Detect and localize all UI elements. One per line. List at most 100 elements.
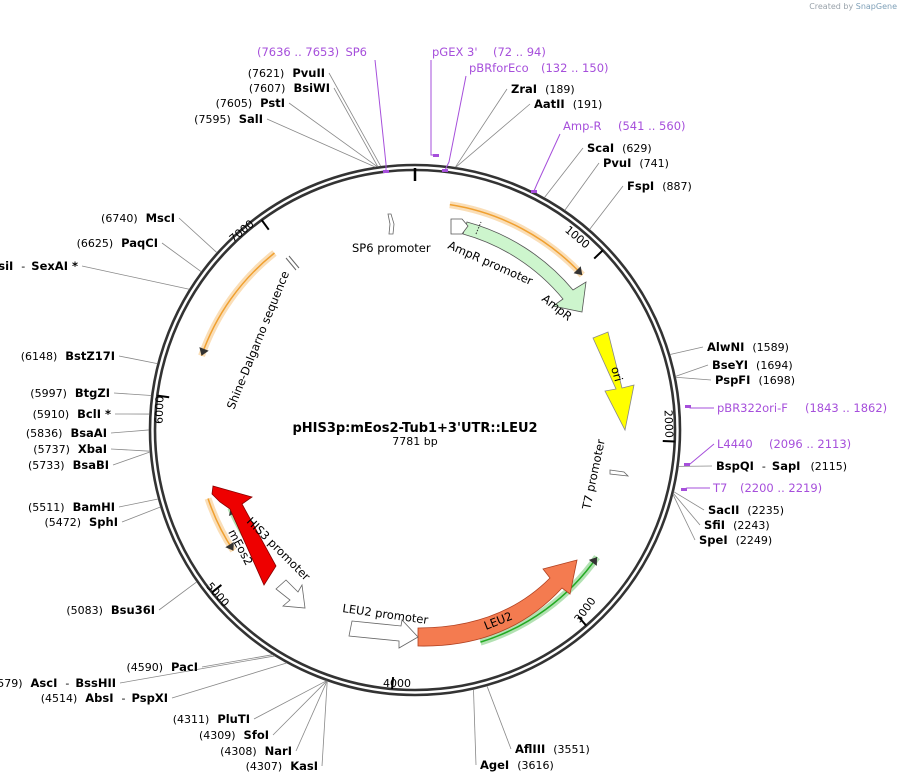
snapgene-logo: SnapGene: [855, 2, 897, 11]
site-leader: [672, 494, 696, 541]
primer-mark[interactable]: [684, 463, 690, 466]
site-position: (4308): [220, 745, 257, 758]
site-position: (4514): [41, 692, 78, 705]
ori-arrow[interactable]: [592, 331, 635, 432]
primer-leader: [687, 405, 714, 409]
site-name[interactable]: SfoI: [244, 728, 269, 742]
site-name[interactable]: SfiI: [704, 518, 725, 532]
primer-name[interactable]: pGEX 3': [432, 45, 478, 59]
site-name[interactable]: AscI: [31, 676, 58, 690]
site-name[interactable]: BstZ17I: [65, 349, 115, 363]
site-name[interactable]: AbsI: [85, 691, 113, 705]
site-name-separator: -: [21, 260, 25, 273]
his3-promoter-arrow[interactable]: [275, 579, 306, 609]
site-name[interactable]: BclI *: [77, 407, 111, 421]
site-name[interactable]: Bsu36I: [111, 603, 155, 617]
primer-mark[interactable]: [383, 170, 389, 173]
site-name[interactable]: BsaBI: [73, 458, 109, 472]
site-position: (2249): [736, 534, 773, 547]
site-leader: [266, 118, 376, 168]
site-name[interactable]: BspQI: [716, 459, 754, 473]
site-name[interactable]: PspFI: [715, 373, 750, 387]
primer-mark[interactable]: [442, 169, 448, 172]
primer-name[interactable]: T7: [712, 481, 727, 495]
site-name[interactable]: SacII: [708, 503, 739, 517]
tick-label: 4000: [383, 677, 411, 690]
site-name[interactable]: BsaAI: [70, 426, 107, 440]
site-position: (7605): [216, 97, 253, 110]
site-name-secondary[interactable]: SexAI *: [31, 259, 78, 273]
site-name-secondary[interactable]: SapI: [772, 459, 801, 473]
site-position: (629): [622, 142, 652, 155]
site-name[interactable]: AlwNI: [707, 340, 744, 354]
site-name[interactable]: XbaI: [78, 442, 107, 456]
primer-name[interactable]: L4440: [717, 437, 753, 451]
site-position: (4579): [0, 677, 23, 690]
site-name[interactable]: SphI: [89, 515, 118, 529]
site-name[interactable]: PacI: [171, 660, 198, 674]
site-position: (5083): [66, 604, 103, 617]
sd-orf-head: [199, 347, 209, 356]
site-name[interactable]: ZraI: [511, 82, 537, 96]
site-name[interactable]: PstI: [260, 96, 285, 110]
sp6-promoter-label: SP6 promoter: [352, 241, 431, 255]
site-leader: [110, 429, 150, 434]
site-name[interactable]: PvuII: [292, 66, 325, 80]
site-name[interactable]: SpeI: [699, 533, 728, 547]
site-leader: [118, 498, 159, 508]
site-name[interactable]: AgeI: [480, 758, 509, 772]
ampr-promoter-arrow[interactable]: [450, 218, 469, 235]
site-leader: [675, 364, 709, 377]
leu2-orf[interactable]: [480, 556, 598, 643]
site-name[interactable]: FspI: [627, 179, 654, 193]
leu2-promoter-arrow[interactable]: [348, 619, 419, 649]
site-name[interactable]: ScaI: [587, 141, 614, 155]
primer-range: (2096 .. 2113): [769, 437, 851, 451]
site-leader: [544, 147, 584, 198]
site-name-secondary[interactable]: BssHII: [75, 676, 116, 690]
meos2-arrow[interactable]: [211, 485, 277, 586]
primer-name[interactable]: Amp-R: [563, 119, 602, 133]
site-name[interactable]: PluTI: [217, 712, 250, 726]
site-name[interactable]: BsiWI: [293, 81, 330, 95]
primer-labels: SP6(7636 .. 7653)pGEX 3'(72 .. 94)pBRfor…: [257, 45, 887, 495]
tick-mark: [391, 676, 395, 690]
site-leader: [473, 689, 477, 766]
site-name[interactable]: CsiI: [0, 259, 13, 273]
sp6-promoter-arrow[interactable]: [387, 213, 395, 235]
site-leader: [158, 581, 197, 611]
site-name[interactable]: SalI: [239, 112, 263, 126]
site-name[interactable]: BamHI: [73, 500, 115, 514]
leu2-orf-head: [588, 557, 598, 566]
site-name[interactable]: BseYI: [712, 358, 748, 372]
primer-mark[interactable]: [685, 405, 691, 408]
site-position: (4590): [126, 661, 163, 674]
t7-promoter-arrow[interactable]: [609, 469, 630, 477]
site-name[interactable]: MscI: [146, 211, 175, 225]
site-name[interactable]: AatII: [534, 97, 565, 111]
site-name[interactable]: PvuI: [603, 156, 631, 170]
primer-mark[interactable]: [433, 154, 439, 157]
site-name-separator: -: [762, 460, 766, 473]
primer-name[interactable]: pBR322ori-F: [717, 401, 788, 415]
ampr-orf[interactable]: [449, 203, 583, 276]
leu2-arrow[interactable]: [417, 559, 578, 647]
site-name[interactable]: AflIII: [515, 742, 545, 756]
site-name[interactable]: PaqCI: [121, 236, 158, 250]
site-name-separator: -: [122, 692, 126, 705]
site-name[interactable]: KasI: [290, 759, 318, 773]
primer-name[interactable]: SP6: [345, 45, 367, 59]
sd-orf[interactable]: [200, 252, 275, 357]
plasmid-size: 7781 bp: [392, 435, 437, 448]
primer-mark[interactable]: [531, 190, 537, 193]
site-name[interactable]: BtgZI: [75, 386, 110, 400]
site-leader: [589, 185, 624, 230]
primer-mark[interactable]: [681, 488, 687, 491]
credit-prefix: Created by: [809, 2, 854, 11]
site-position: (1694): [756, 359, 793, 372]
site-name-secondary[interactable]: PspXI: [132, 691, 168, 705]
site-name[interactable]: NarI: [265, 744, 292, 758]
primer-name[interactable]: pBRforEco: [469, 61, 529, 75]
primer-leader: [444, 75, 467, 171]
ampr-arrow[interactable]: [462, 221, 587, 313]
